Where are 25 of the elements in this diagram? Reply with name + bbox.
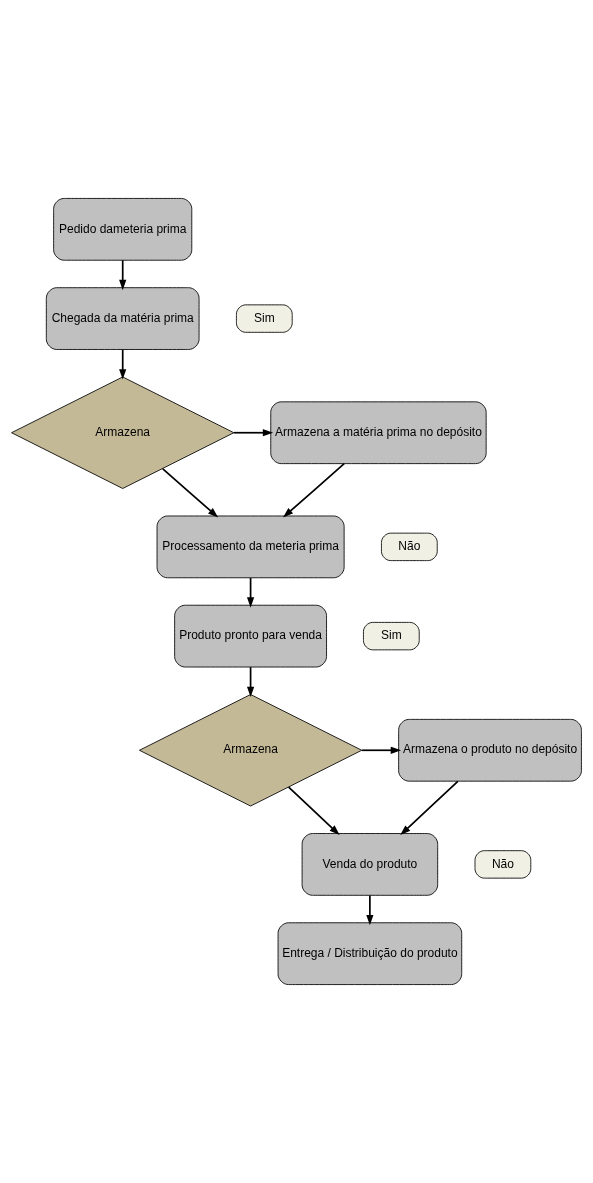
node-box: Armazena a matéria prima no depósito — [270, 401, 487, 465]
arrow — [119, 348, 127, 380]
arrow — [361, 746, 402, 754]
node-diamond: Armazena — [139, 694, 363, 807]
arrow — [161, 468, 219, 518]
node-box: Entrega / Distribuição do produto — [277, 922, 463, 985]
node-box: Armazena o produto no depósito — [398, 718, 582, 782]
arrow — [119, 259, 127, 291]
arrow — [287, 786, 340, 836]
node-box: Não — [381, 532, 438, 562]
arrow — [233, 429, 274, 437]
node-box: Venda do produto — [301, 833, 439, 896]
node-box: Chegada da matéria prima — [45, 287, 200, 350]
arrow — [246, 577, 255, 608]
node-diamond: Armazena — [11, 376, 235, 489]
node-box: Sim — [363, 621, 420, 651]
arrow — [400, 780, 459, 836]
node-box: Não — [474, 850, 532, 879]
arrow — [366, 894, 374, 926]
arrow — [246, 666, 255, 698]
node-box: Processamento da meteria prima — [156, 515, 345, 579]
arrow — [283, 462, 346, 518]
node-box: Produto pronto para venda — [174, 604, 327, 668]
node-box: Sim — [236, 304, 293, 333]
node-box: Pedido dameteria prima — [53, 198, 193, 261]
